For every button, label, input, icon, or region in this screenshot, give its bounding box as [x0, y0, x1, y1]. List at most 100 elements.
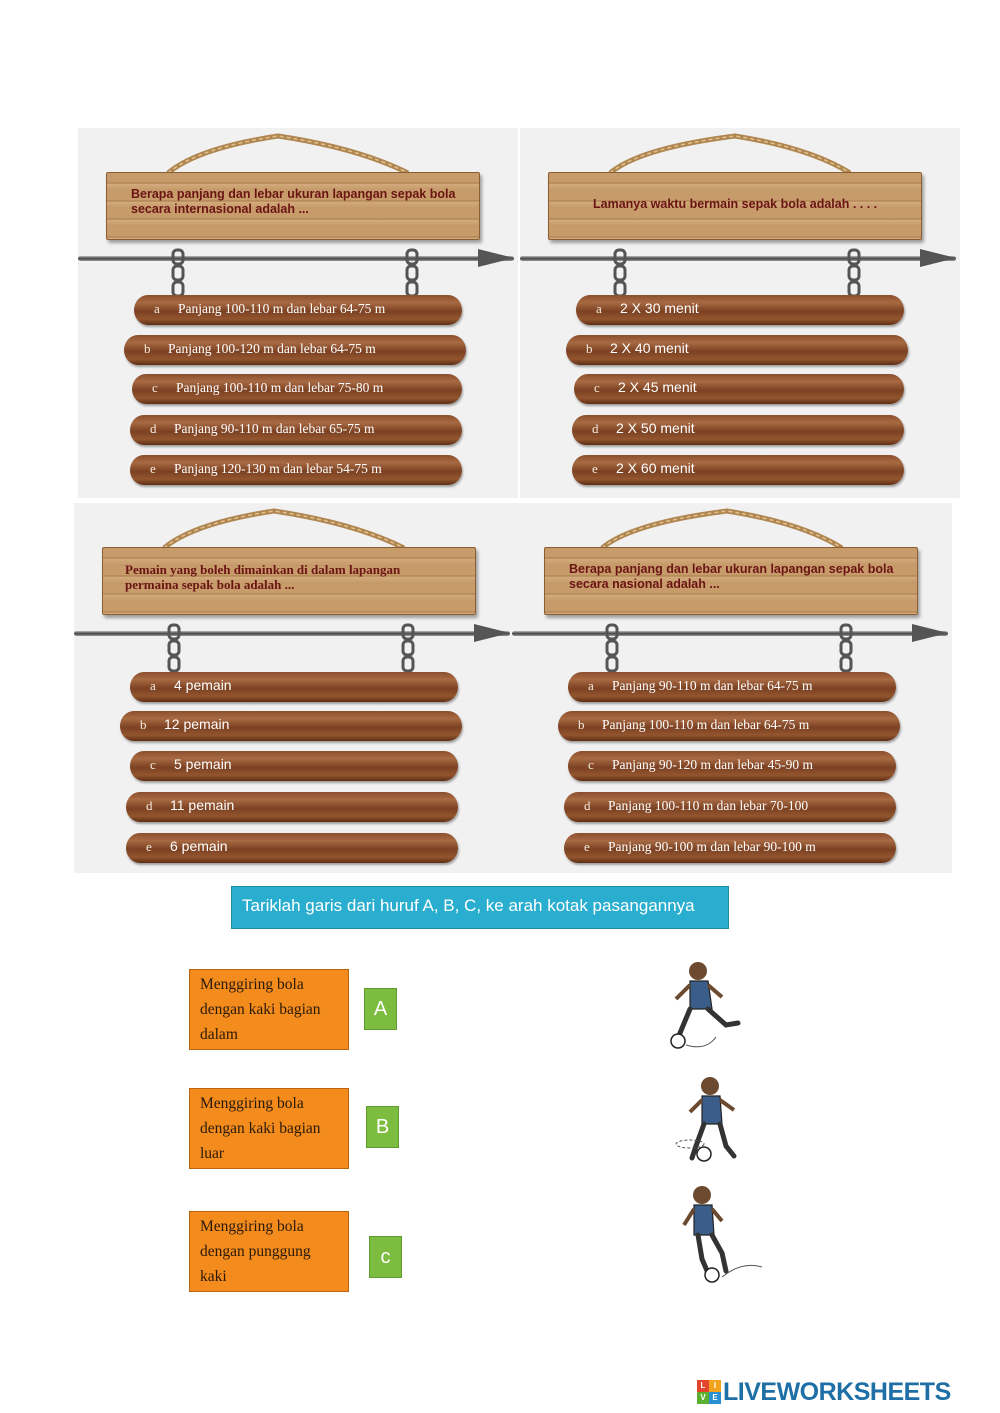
option-text: 2 X 40 menit [610, 340, 689, 356]
instruction-banner: Tariklah garis dari huruf A, B, C, ke ar… [231, 886, 729, 929]
match-letter-a[interactable]: A [364, 988, 397, 1030]
chain-icon [839, 623, 853, 673]
question-text: Berapa panjang dan lebar ukuran lapangan… [131, 187, 456, 216]
question-board: Berapa panjang dan lebar ukuran lapangan… [106, 172, 480, 240]
option-text: Panjang 90-120 m dan lebar 45-90 m [612, 757, 813, 772]
answer-option[interactable]: a 4 pemain [130, 672, 458, 702]
hanging-rod [520, 256, 956, 261]
answer-option[interactable]: a Panjang 100-110 m dan lebar 64-75 m [134, 295, 462, 325]
option-letter: b [578, 717, 585, 732]
arrow-head-icon [912, 624, 948, 642]
answer-option[interactable]: c 2 X 45 menit [574, 374, 904, 404]
option-text: Panjang 100-110 m dan lebar 64-75 m [178, 301, 386, 316]
question-text: Pemain yang boleh dimainkan di dalam lap… [125, 562, 401, 592]
match-description-box: Menggiring bola dengan punggung kaki [189, 1211, 349, 1292]
rope-icon [166, 133, 410, 176]
option-letter: a [596, 301, 602, 316]
liveworksheets-logo[interactable]: L I V E LIVEWORKSHEETS [697, 1377, 951, 1407]
match-description-box: Menggiring bola dengan kaki bagian dalam [189, 969, 349, 1050]
answer-option[interactable]: e 6 pemain [126, 833, 458, 863]
option-text: Panjang 120-130 m dan lebar 54-75 m [174, 461, 382, 476]
hanging-rod [512, 631, 948, 636]
option-text: Panjang 90-100 m dan lebar 90-100 m [608, 839, 816, 854]
answer-option[interactable]: b 12 pemain [120, 711, 462, 741]
option-text: Panjang 90-110 m dan lebar 64-75 m [612, 678, 813, 693]
option-letter: a [588, 678, 594, 693]
question-text: Berapa panjang dan lebar ukuran lapangan… [569, 562, 894, 591]
answer-option[interactable]: b Panjang 100-120 m dan lebar 64-75 m [124, 335, 466, 365]
chain-icon [405, 248, 419, 298]
question-text: Lamanya waktu bermain sepak bola adalah … [593, 197, 878, 211]
answer-option[interactable]: a Panjang 90-110 m dan lebar 64-75 m [568, 672, 896, 702]
option-letter: b [144, 341, 151, 356]
option-letter: e [146, 839, 152, 854]
question-board: Pemain yang boleh dimainkan di dalam lap… [102, 547, 476, 615]
answer-option[interactable]: e 2 X 60 menit [572, 455, 904, 485]
quiz-board-2: Lamanya waktu bermain sepak bola adalah … [520, 128, 960, 498]
match-description-box: Menggiring bola dengan kaki bagian luar [189, 1088, 349, 1169]
match-letter-c[interactable]: c [369, 1236, 402, 1278]
rope-icon [600, 508, 844, 551]
option-text: 2 X 50 menit [616, 420, 695, 436]
quiz-board-1: Berapa panjang dan lebar ukuran lapangan… [78, 128, 518, 498]
answer-option[interactable]: c Panjang 90-120 m dan lebar 45-90 m [568, 751, 896, 781]
answer-option[interactable]: a 2 X 30 menit [576, 295, 904, 325]
arrow-head-icon [920, 249, 956, 267]
option-letter: c [150, 757, 156, 772]
option-text: Panjang 100-110 m dan lebar 64-75 m [602, 717, 810, 732]
option-letter: b [586, 341, 593, 356]
answer-option[interactable]: e Panjang 120-130 m dan lebar 54-75 m [130, 455, 462, 485]
dribbling-player-image-3[interactable] [652, 1181, 778, 1285]
hanging-rod [78, 256, 514, 261]
option-text: Panjang 90-110 m dan lebar 65-75 m [174, 421, 375, 436]
answer-option[interactable]: b Panjang 100-110 m dan lebar 64-75 m [558, 711, 900, 741]
chain-icon [613, 248, 627, 298]
chain-icon [605, 623, 619, 673]
chain-icon [167, 623, 181, 673]
option-letter: b [140, 717, 147, 732]
brand-name: LIVEWORKSHEETS [723, 1377, 951, 1406]
answer-option[interactable]: e Panjang 90-100 m dan lebar 90-100 m [564, 833, 896, 863]
option-text: Panjang 100-120 m dan lebar 64-75 m [168, 341, 376, 356]
hanging-rod [74, 631, 510, 636]
rope-icon [608, 133, 852, 176]
option-text: 11 pemain [170, 797, 235, 813]
soccer-player-icon [682, 1186, 763, 1283]
option-text: Panjang 100-110 m dan lebar 70-100 [608, 798, 809, 813]
brand-logo-icon: L I V E [697, 1380, 721, 1404]
option-letter: c [594, 380, 600, 395]
answer-option[interactable]: c 5 pemain [130, 751, 458, 781]
option-text: 6 pemain [170, 838, 228, 854]
option-text: 4 pemain [174, 677, 232, 693]
option-text: 2 X 60 menit [616, 460, 695, 476]
quiz-board-4: Berapa panjang dan lebar ukuran lapangan… [512, 503, 952, 873]
dribbling-player-image-1[interactable] [646, 953, 772, 1057]
answer-option[interactable]: d Panjang 100-110 m dan lebar 70-100 [564, 792, 896, 822]
option-letter: a [150, 678, 156, 693]
question-board: Berapa panjang dan lebar ukuran lapangan… [544, 547, 918, 615]
logo-letter: V [697, 1392, 709, 1404]
answer-option[interactable]: d Panjang 90-110 m dan lebar 65-75 m [130, 415, 462, 445]
chain-icon [401, 623, 415, 673]
answer-option[interactable]: c Panjang 100-110 m dan lebar 75-80 m [132, 374, 462, 404]
option-text: 12 pemain [164, 716, 230, 732]
logo-letter: L [697, 1380, 709, 1392]
match-letter-b[interactable]: B [366, 1106, 399, 1148]
dribbling-player-image-2[interactable] [650, 1068, 776, 1172]
option-letter: e [584, 839, 590, 854]
option-text: 2 X 30 menit [620, 300, 699, 316]
quiz-board-3: Pemain yang boleh dimainkan di dalam lap… [74, 503, 514, 873]
option-text: 2 X 45 menit [618, 379, 697, 395]
option-letter: d [146, 798, 153, 813]
logo-letter: E [709, 1392, 721, 1404]
arrow-head-icon [474, 624, 510, 642]
soccer-player-icon [675, 1077, 737, 1162]
answer-option[interactable]: b 2 X 40 menit [566, 335, 908, 365]
question-board: Lamanya waktu bermain sepak bola adalah … [548, 172, 922, 240]
chain-icon [847, 248, 861, 298]
soccer-player-icon [670, 962, 741, 1049]
rope-icon [162, 508, 406, 551]
answer-option[interactable]: d 2 X 50 menit [572, 415, 904, 445]
answer-option[interactable]: d 11 pemain [126, 792, 458, 822]
option-letter: d [592, 421, 599, 436]
